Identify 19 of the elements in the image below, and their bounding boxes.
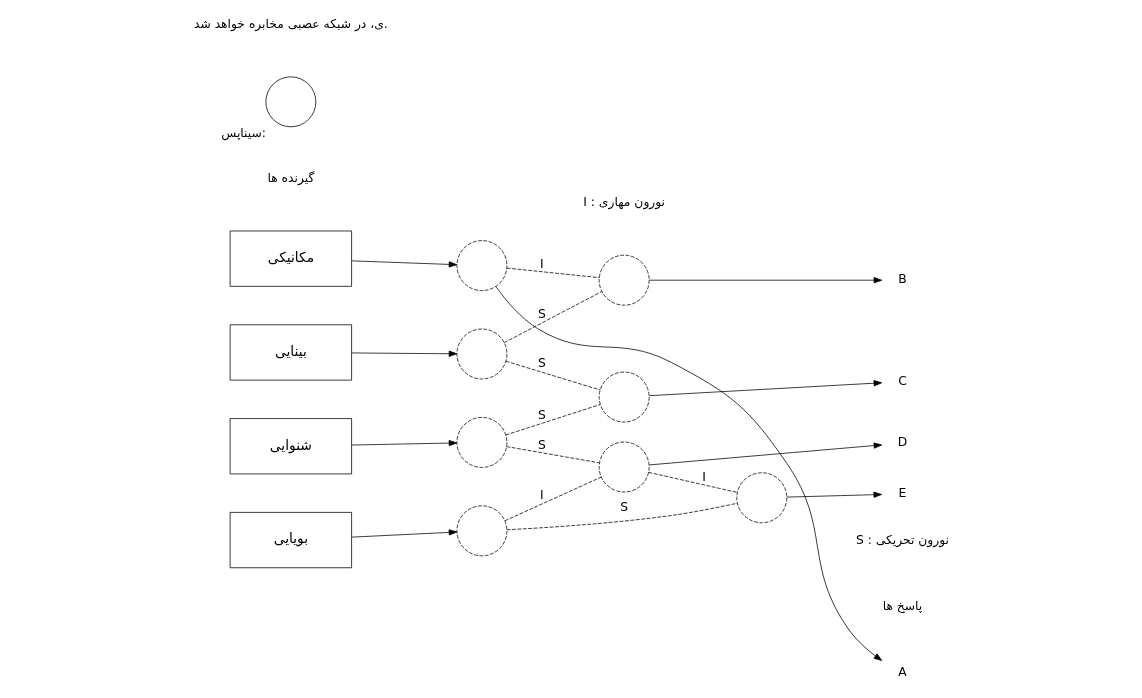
node-text: C <box>897 373 907 388</box>
node-text: A <box>897 664 907 679</box>
label: ی، در شبکه عصبی مخابره خواهد شد. <box>193 16 388 31</box>
edge-label: S <box>619 500 628 515</box>
label: S : نورون تحریکی <box>855 532 949 547</box>
edge-label: S <box>537 306 546 321</box>
edge-label: S <box>537 438 546 453</box>
label: گیرنده ها <box>266 170 314 185</box>
label: پاسخ ها <box>882 598 922 613</box>
edge-label: S <box>537 355 546 370</box>
edge-label: I <box>701 470 706 485</box>
node-text: B <box>897 272 907 287</box>
edge-label: S <box>537 408 546 423</box>
label: I : نورون مهاری <box>582 195 665 210</box>
node-text: E <box>898 485 906 500</box>
node-label: سیناپس: <box>220 125 266 140</box>
edge-label: I <box>539 488 544 503</box>
node-text: D <box>897 435 907 450</box>
edge-label: I <box>539 256 544 271</box>
